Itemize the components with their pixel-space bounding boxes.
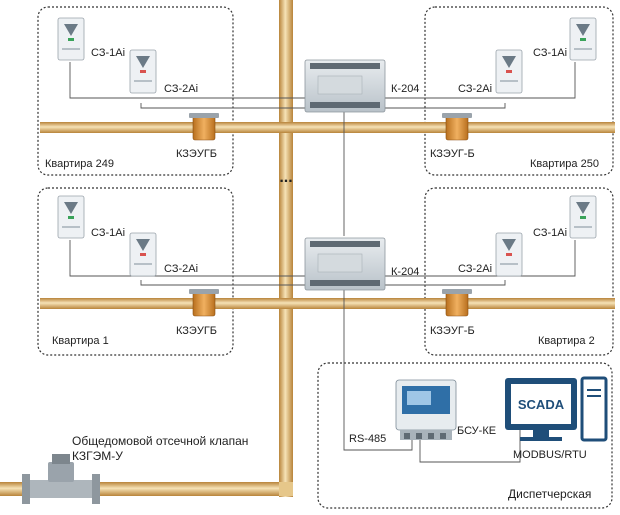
pipe-floor-bottom <box>40 298 615 309</box>
label-249-valve: КЗЭУГБ <box>176 148 217 160</box>
sensor-1-2 <box>129 232 157 277</box>
valve-250 <box>442 113 472 141</box>
label-249-s1: СЗ-1Ai <box>91 47 125 59</box>
label-250-s1: СЗ-1Ai <box>533 47 567 59</box>
label-k204-bottom: К-204 <box>391 266 419 278</box>
controller-k204-bottom <box>304 237 386 291</box>
label-249-name: Квартира 249 <box>45 158 114 170</box>
riser-elbow <box>279 482 293 496</box>
label-2-s2: СЗ-2Ai <box>458 263 492 275</box>
apartment-box-250 <box>424 6 614 176</box>
riser-pipe <box>279 0 293 497</box>
valve-2 <box>442 289 472 317</box>
apartment-box-2 <box>424 187 614 356</box>
label-1-s1: СЗ-1Ai <box>91 227 125 239</box>
floors-ellipsis: ... <box>279 169 292 186</box>
label-1-name: Квартира 1 <box>52 335 109 347</box>
dispatch-box <box>317 362 613 509</box>
scada-workstation <box>505 376 608 442</box>
label-250-valve: КЗЭУГ-Б <box>430 148 475 160</box>
sensor-250-2 <box>495 49 523 94</box>
label-bsu: БСУ-КЕ <box>457 425 496 437</box>
label-250-s2: СЗ-2Ai <box>458 83 492 95</box>
label-2-valve: КЗЭУГ-Б <box>430 325 475 337</box>
label-k204-top: К-204 <box>391 83 419 95</box>
label-250-name: Квартира 250 <box>530 158 599 170</box>
label-main-valve-line2: КЗГЭМ-У <box>72 449 123 463</box>
label-2-s1: СЗ-1Ai <box>533 227 567 239</box>
pipe-floor-top <box>40 122 615 133</box>
bsu-ke-unit <box>395 379 457 440</box>
sensor-1-1 <box>57 195 85 239</box>
label-rs485: RS-485 <box>349 433 386 445</box>
label-dispatch: Диспетчерская <box>508 487 591 501</box>
label-main-valve-line1: Общедомовой отсечной клапан <box>72 434 248 448</box>
sensor-249-2 <box>129 49 157 94</box>
valve-1 <box>189 289 219 317</box>
label-1-valve: КЗЭУГБ <box>176 325 217 337</box>
label-scada: SCADA <box>518 397 565 412</box>
label-1-s2: СЗ-2Ai <box>164 263 198 275</box>
controller-k204-top <box>304 59 386 113</box>
label-modbus: MODBUS/RTU <box>513 449 587 461</box>
sensor-2-2 <box>495 232 523 277</box>
label-2-name: Квартира 2 <box>538 335 595 347</box>
sensor-250-1 <box>569 17 597 61</box>
wires-bottom <box>69 240 576 463</box>
valve-249 <box>189 113 219 141</box>
sensor-249-1 <box>57 17 85 61</box>
sensor-2-1 <box>569 195 597 239</box>
main-shutoff-valve <box>22 454 100 504</box>
apartment-box-249 <box>37 6 234 176</box>
apartment-box-1 <box>37 187 234 356</box>
label-249-s2: СЗ-2Ai <box>164 83 198 95</box>
